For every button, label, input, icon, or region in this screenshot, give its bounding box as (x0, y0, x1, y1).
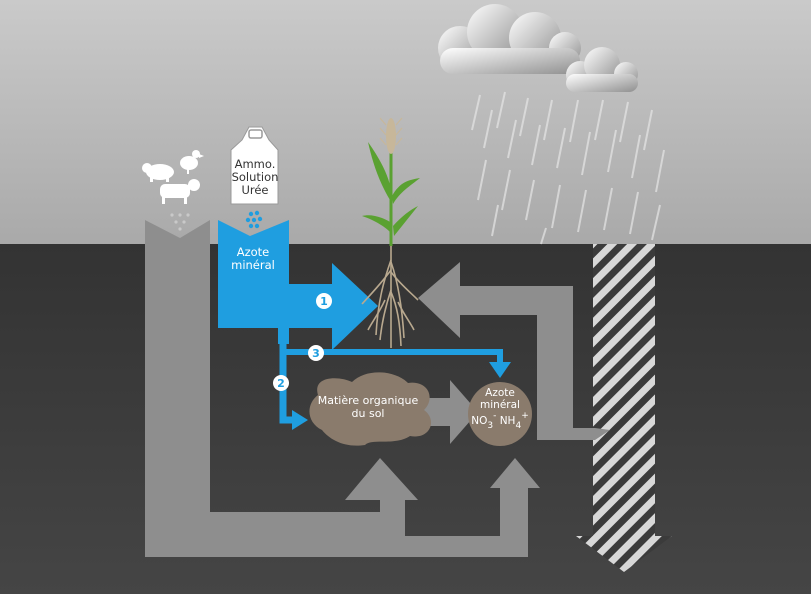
cow-icon (160, 179, 200, 204)
flow-2-badge (273, 375, 289, 391)
immobilization-line (279, 344, 292, 424)
fertilizer-bag-label: Ammo. Solution Urée (226, 157, 284, 198)
organic-matter-blob (309, 372, 432, 446)
soil-mineral-line-1: Azote (485, 387, 515, 399)
fertilizer-bag-icon (230, 126, 279, 205)
flow-1-badge (316, 293, 332, 309)
azote-mineral-input-label: Azote minéral (220, 245, 286, 273)
soil-mineral-nitrogen-label: Azote minéral NO3- NH4+ (466, 387, 534, 431)
flow-number-1: 1 (320, 295, 328, 308)
flow-3-badge (308, 345, 324, 361)
fertilizer-line-2: Solution (231, 170, 279, 185)
azote-input-line-1: Azote (236, 245, 270, 259)
nitrate-subscript: 3 (487, 421, 494, 432)
ammonium-symbol: NH (499, 415, 516, 428)
direct-mineral-arrowhead (489, 362, 511, 378)
cloud-icon (566, 47, 638, 92)
rain-icon (471, 91, 665, 245)
flow-number-3: 3 (312, 347, 320, 360)
organic-matter-label: Matière organique du sol (308, 394, 428, 420)
hen-icon (180, 150, 204, 174)
soil-mineral-formula: NO3- NH4+ (466, 411, 534, 431)
azote-input-line-2: minéral (231, 258, 275, 273)
immobilization-arrowhead (292, 410, 308, 430)
sky-background (0, 0, 811, 246)
wheat-plant-icon (362, 117, 420, 246)
soil-mineral-nitrogen-circle (468, 382, 532, 446)
nitrate-symbol: NO (471, 415, 488, 428)
flow-number-2: 2 (277, 377, 285, 390)
organic-matter-line-2: du sol (351, 406, 385, 420)
azote-input-arrow (218, 220, 378, 350)
fertilizer-granules (245, 210, 263, 229)
fertilizer-line-1: Ammo. (234, 157, 276, 171)
soil-mineral-flow-arrow (418, 262, 610, 440)
cloud-icon (438, 4, 581, 74)
soil-mineral-line-2: minéral (480, 399, 520, 412)
ammonium-charge: + (521, 411, 529, 422)
manure-dots (170, 213, 190, 231)
fertilizer-line-3: Urée (241, 183, 269, 198)
nitrate-charge: - (493, 411, 497, 422)
mineralization-arrow (410, 380, 478, 444)
pig-icon (142, 163, 174, 182)
leaching-arrow (576, 244, 672, 572)
direct-mineral-line (283, 349, 503, 362)
manure-flow-arrow (145, 220, 540, 557)
organic-matter-line-1: Matière organique (317, 394, 419, 407)
plant-roots (361, 246, 419, 348)
ammonium-subscript: 4 (515, 421, 522, 432)
